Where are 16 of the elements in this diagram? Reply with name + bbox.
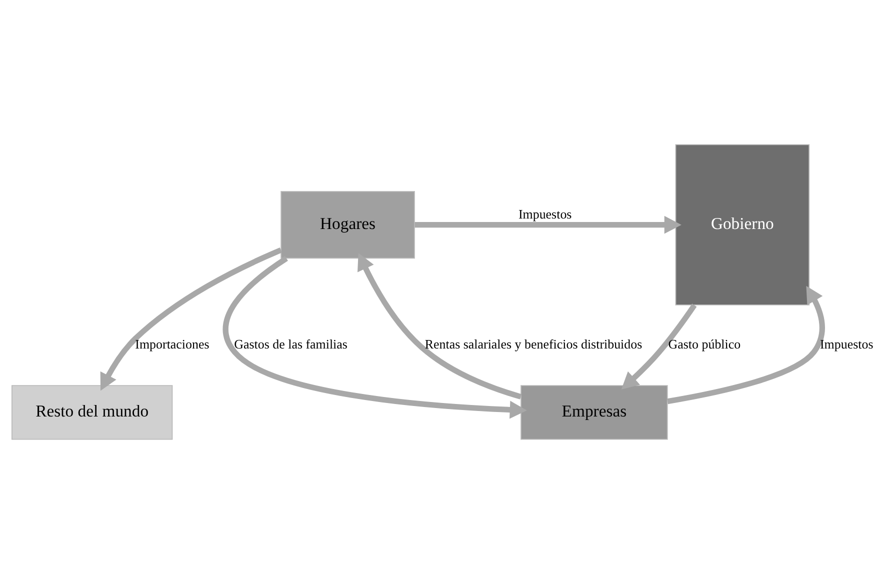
edge-label: Gastos de las familias (234, 336, 348, 352)
arrow (667, 286, 825, 404)
edge-label: Gasto público (668, 336, 741, 352)
arrow (100, 248, 282, 391)
edge-label: Impuestos (820, 336, 874, 352)
node-box: Gobierno (675, 144, 810, 306)
arrow (414, 216, 682, 234)
node-box: Hogares (280, 191, 415, 259)
arrow (222, 256, 527, 419)
arrow (358, 252, 522, 400)
arrow (621, 304, 697, 390)
edge-label: Rentas salariales y beneficios distribuidos (424, 336, 642, 352)
edge-label: Importaciones (135, 336, 210, 352)
edge-label: Impuestos (518, 206, 572, 222)
node-box: Empresas (520, 385, 668, 440)
node-box: Resto del mundo (12, 385, 173, 440)
